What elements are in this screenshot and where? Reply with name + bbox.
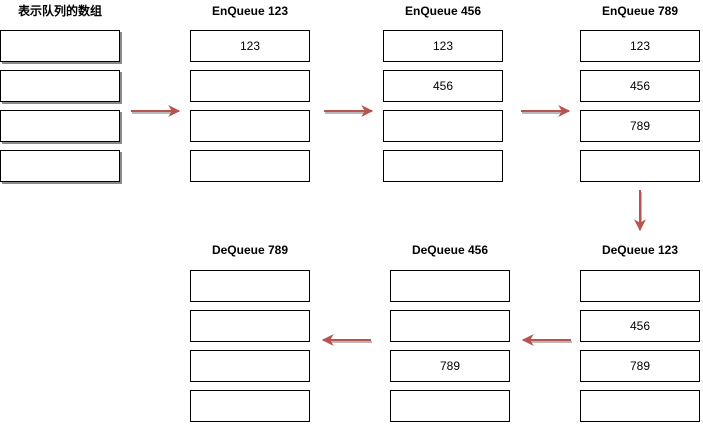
queue-cell: 789 — [580, 350, 700, 382]
stage-title: DeQueue 456 — [411, 243, 489, 257]
stage-title: DeQueue 789 — [211, 243, 289, 257]
stage-title: DeQueue 123 — [601, 243, 679, 257]
queue-cell — [0, 70, 120, 102]
queue-cell — [383, 150, 503, 182]
queue-cell: 456 — [383, 70, 503, 102]
queue-cell — [190, 150, 310, 182]
queue-cell — [190, 350, 310, 382]
queue-cell — [0, 30, 120, 62]
queue-cell — [190, 270, 310, 302]
queue-cell — [580, 390, 700, 422]
queue-cell: 789 — [390, 350, 510, 382]
queue-cell — [390, 270, 510, 302]
queue-cell: 789 — [580, 110, 700, 142]
queue-cell: 123 — [580, 30, 700, 62]
queue-cell — [390, 390, 510, 422]
stage-title: EnQueue 456 — [404, 4, 482, 18]
queue-cell: 123 — [190, 30, 310, 62]
queue-cell: 456 — [580, 310, 700, 342]
queue-cell — [383, 110, 503, 142]
queue-cell — [190, 390, 310, 422]
queue-cell — [580, 270, 700, 302]
queue-cell — [190, 310, 310, 342]
queue-cell — [190, 70, 310, 102]
queue-cell: 456 — [580, 70, 700, 102]
stage-title: EnQueue 789 — [601, 4, 679, 18]
queue-cell — [0, 150, 120, 182]
queue-cell — [190, 110, 310, 142]
queue-cell — [390, 310, 510, 342]
queue-cell: 123 — [383, 30, 503, 62]
queue-cell — [0, 110, 120, 142]
stage-title: EnQueue 123 — [211, 4, 289, 18]
stage-title: 表示队列的数组 — [17, 4, 102, 18]
queue-cell — [580, 150, 700, 182]
